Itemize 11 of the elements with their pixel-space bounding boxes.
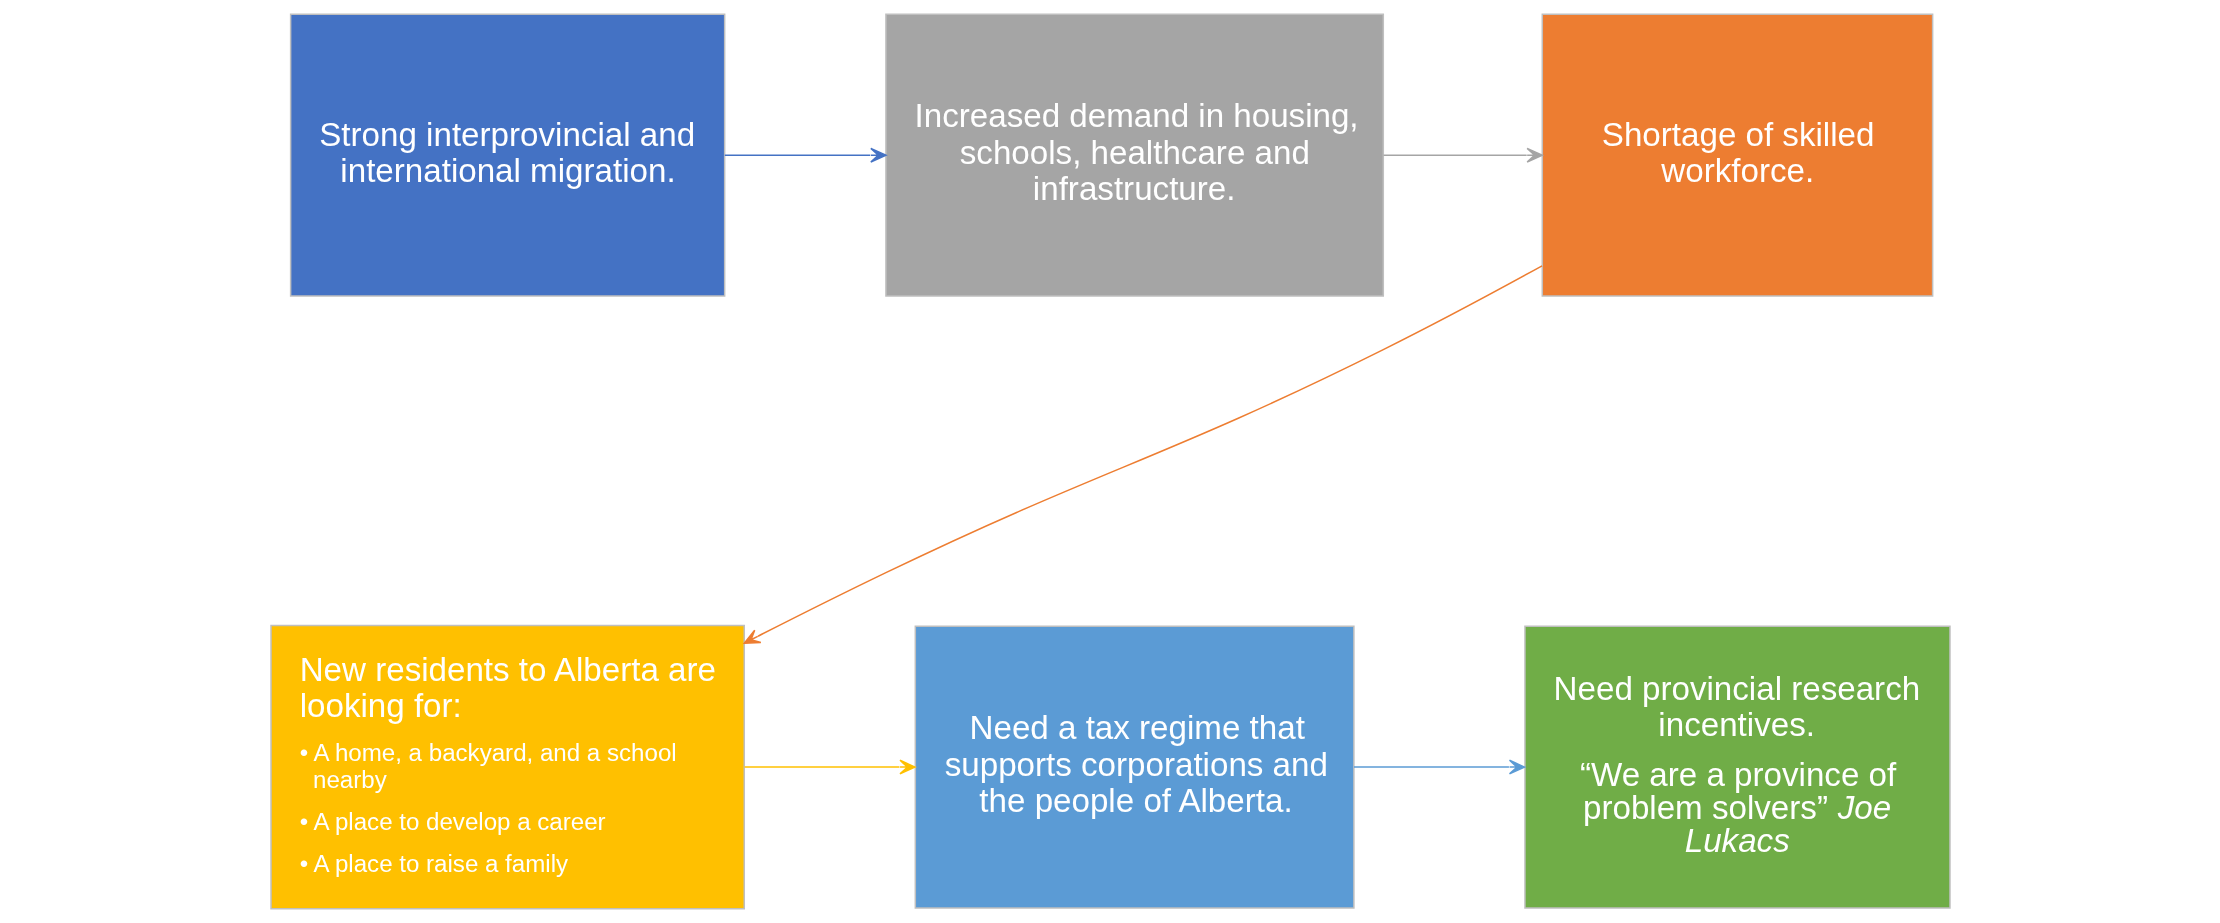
node-box: Increased demand in housing, schools, healthcare and infrastructure. bbox=[884, 13, 1384, 297]
node-box: Need a tax regime that supports corporations and the people of Alberta. bbox=[914, 625, 1355, 909]
arrow bbox=[1352, 759, 1525, 775]
node-box: Need provincial research incentives. “We are a province of problem solvers” Joe Lukacs bbox=[1523, 625, 1951, 909]
arrow bbox=[743, 759, 916, 775]
node-box: Strong interprovincial and international migration. bbox=[289, 13, 725, 297]
node-box: Shortage of skilled workforce. bbox=[1541, 13, 1933, 297]
arrow bbox=[723, 147, 887, 163]
arrow bbox=[1382, 147, 1543, 163]
node-box: New residents to Alberta are looking for: • A home, a backyard, and a school nearby • A place to develop a career • A place to raise a family bbox=[269, 624, 745, 910]
arrow bbox=[743, 265, 1543, 644]
